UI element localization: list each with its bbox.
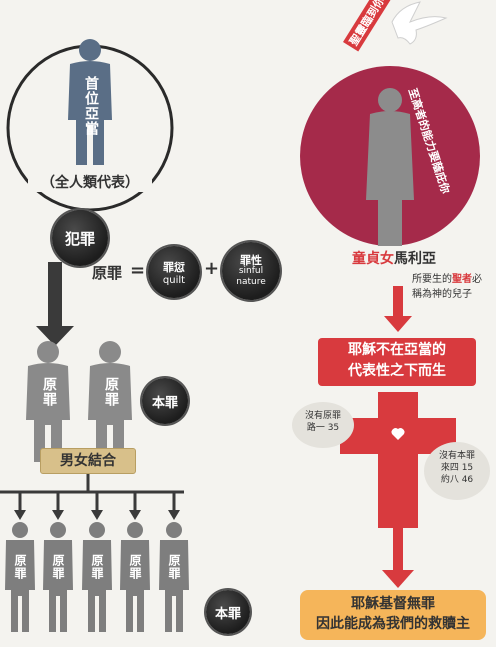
- main-down-arrow-head: [36, 326, 74, 346]
- guilt-en: quilt: [162, 274, 186, 286]
- child-label-3: 原罪: [90, 554, 104, 580]
- child-label-4: 原罪: [128, 554, 142, 580]
- original-sin-label: 原罪: [92, 264, 123, 282]
- final-line1: 耶穌基督無罪: [351, 596, 435, 612]
- redeemer-box: 耶穌基督無罪 因此能成為我們的救贖主: [300, 590, 486, 640]
- holy-one-caption: 所要生的聖者必 稱為神的兒子: [412, 272, 482, 302]
- main-down-arrow-shaft: [48, 262, 62, 328]
- children-figures: [5, 522, 189, 632]
- adam-figure: [68, 39, 112, 165]
- bubble2-title: 沒有本罪: [438, 451, 475, 461]
- branch-arrows: [18, 492, 176, 512]
- arrow-2-shaft: [393, 528, 403, 572]
- caption-part-a: 所要生的: [412, 274, 452, 285]
- caption-holy: 聖者: [452, 274, 472, 285]
- bubble1-title: 沒有原罪: [304, 411, 341, 421]
- guilt-zh: 罪愆: [163, 260, 185, 274]
- mother-figure: [88, 341, 132, 462]
- bubble1-ref: 路一 35: [306, 423, 340, 433]
- arrow-1-shaft: [393, 286, 403, 318]
- box1-line2: 代表性之下而生: [348, 363, 446, 379]
- child-label-1: 原罪: [13, 554, 27, 580]
- union-label: 男女結合: [40, 448, 136, 474]
- mary-label-red: 童貞女: [352, 251, 394, 267]
- nature-en2: nature: [236, 276, 266, 287]
- nature-ball: 罪性 sinful nature: [222, 242, 280, 300]
- right-diagram-graphics: [300, 1, 480, 588]
- no-original-sin-bubble: 沒有原罪 路一 35: [292, 402, 354, 448]
- caption-part-b: 必: [472, 274, 482, 285]
- father-figure: [26, 341, 70, 462]
- no-actual-sin-bubble: 沒有本罪 來四 15 約八 46: [424, 442, 490, 500]
- bubble2-ref2: 約八 46: [440, 475, 474, 485]
- mary-figure: [366, 88, 414, 246]
- sin-ball: 犯罪: [52, 210, 108, 266]
- arrow-2-head: [382, 570, 414, 588]
- caption-line2: 稱為神的兒子: [412, 289, 472, 300]
- father-label: 原罪: [41, 377, 57, 407]
- box1-line1: 耶穌不在亞當的: [348, 342, 446, 358]
- bubble2-ref1: 來四 15: [440, 463, 474, 473]
- nature-zh: 罪性: [240, 253, 262, 267]
- child-label-2: 原罪: [51, 554, 65, 580]
- final-line2: 因此能成為我們的救贖主: [316, 616, 470, 632]
- not-under-adam-box: 耶穌不在亞當的 代表性之下而生: [318, 338, 476, 386]
- equals-sign: =: [130, 260, 146, 281]
- heart-icon: [391, 428, 405, 440]
- mary-label-dark: 馬利亞: [394, 251, 436, 267]
- mary-label: 童貞女馬利亞: [352, 248, 436, 268]
- mother-label: 原罪: [103, 377, 119, 407]
- dove-icon: [391, 1, 448, 45]
- arrow-1-head: [384, 316, 412, 332]
- guilt-ball: 罪愆 quilt: [148, 246, 200, 298]
- plus-sign: +: [204, 258, 220, 279]
- actual-sin-ball: 本罪: [142, 378, 188, 424]
- child-label-5: 原罪: [167, 554, 181, 580]
- nature-en1: sinful: [238, 265, 264, 276]
- left-diagram-graphics: [0, 39, 189, 632]
- adam-label: 首位亞當: [83, 76, 99, 136]
- adam-caption: （全人類代表）: [28, 172, 152, 192]
- actual-sin-ball-2: 本罪: [206, 590, 250, 634]
